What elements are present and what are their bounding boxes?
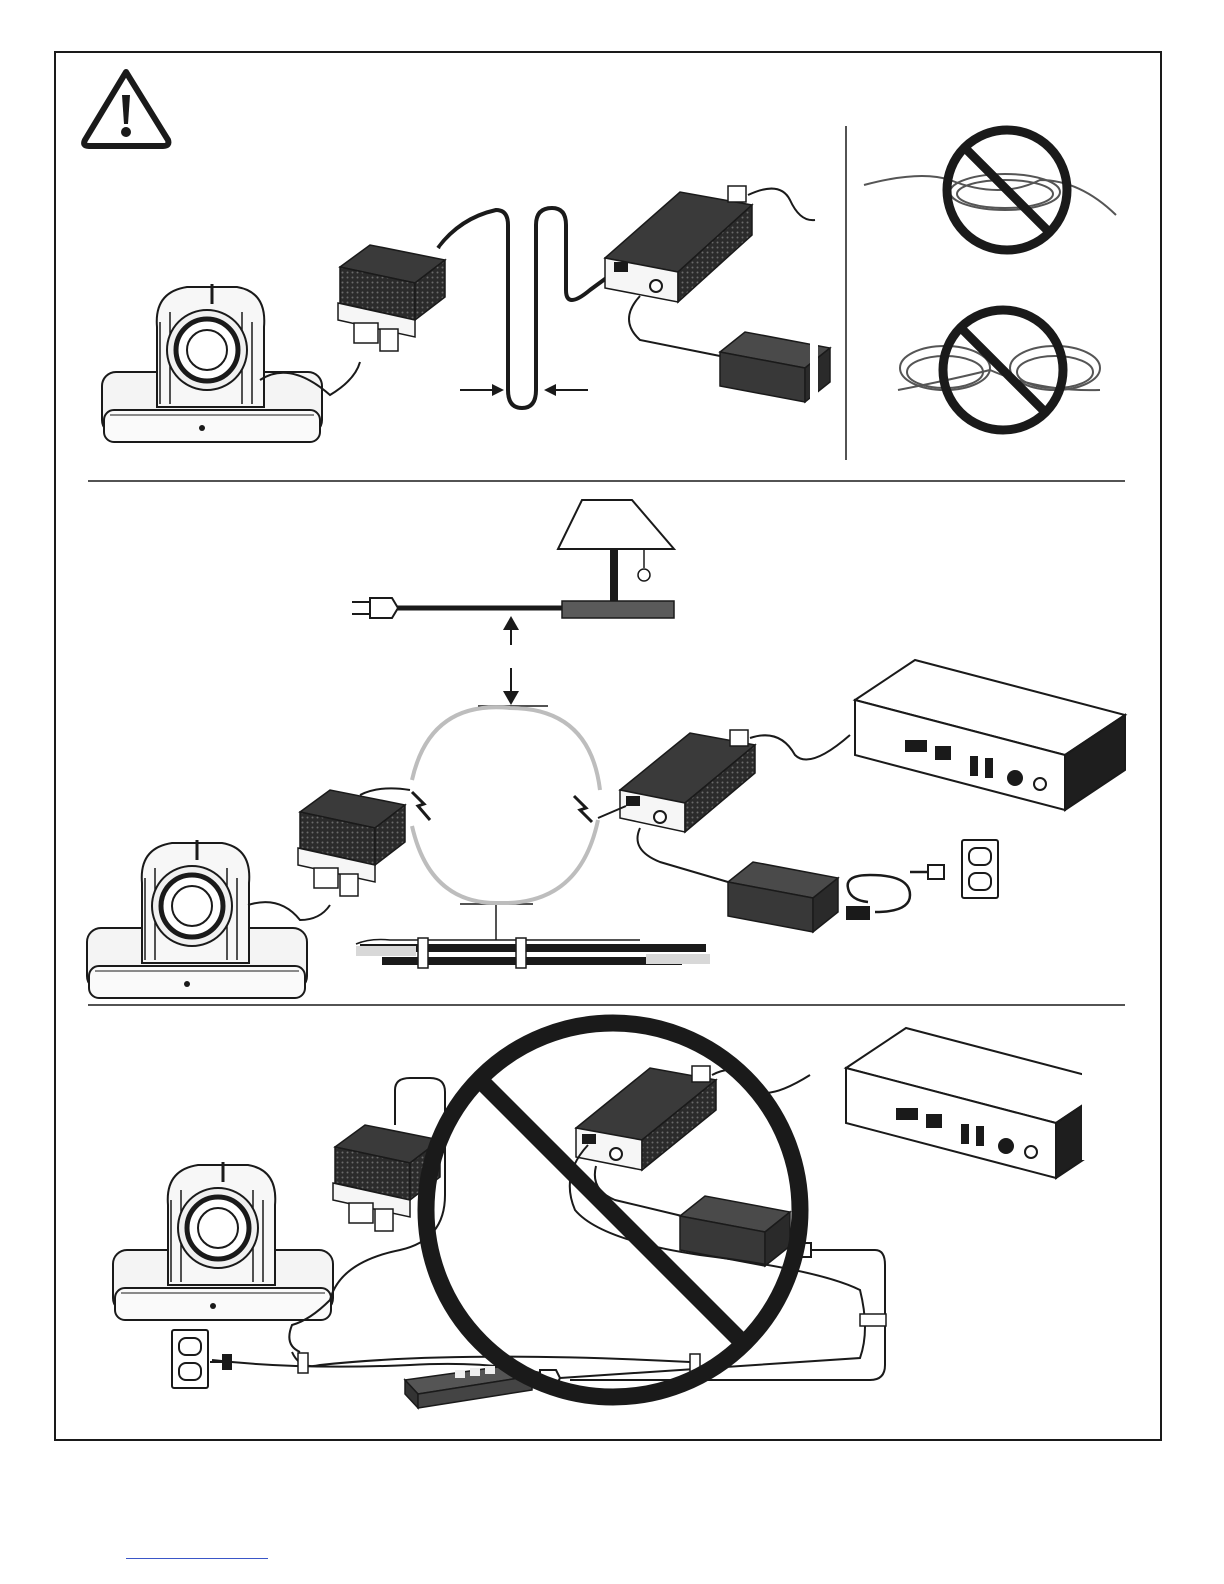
power-adapter-icon	[680, 1196, 790, 1266]
interference-cable-arcs	[412, 707, 600, 903]
bundled-cables	[356, 938, 710, 968]
codec-icon	[855, 660, 1125, 810]
camera-icon	[102, 284, 322, 442]
codec-icon	[846, 1028, 1116, 1178]
wall-outlet-icon	[962, 840, 998, 898]
panel-cable-bend-radius	[84, 72, 1116, 460]
bent-cable	[438, 208, 620, 408]
camera-icon	[113, 1162, 333, 1320]
footer-link[interactable]	[126, 1548, 268, 1559]
panel-cable-separation	[87, 500, 1125, 998]
extender-icon	[576, 1066, 716, 1170]
prohibited-coil-icon	[864, 130, 1116, 250]
extender-icon	[338, 245, 445, 351]
warning-triangle-icon	[84, 72, 168, 146]
separation-arrows	[460, 616, 548, 940]
extender-icon	[620, 730, 755, 832]
lamp-icon	[558, 500, 674, 618]
plug-icon	[352, 598, 398, 618]
bend-radius-arrows	[460, 384, 588, 396]
extender-icon	[298, 790, 405, 896]
camera-cable	[248, 902, 330, 920]
camera-icon	[87, 840, 307, 998]
extender-icon	[605, 186, 752, 302]
wall-outlet-icon	[172, 1330, 208, 1388]
panel-prohibited-power-routing	[113, 1010, 1142, 1408]
power-adapter-icon	[728, 862, 838, 932]
prohibited-knot-icon	[898, 310, 1100, 430]
